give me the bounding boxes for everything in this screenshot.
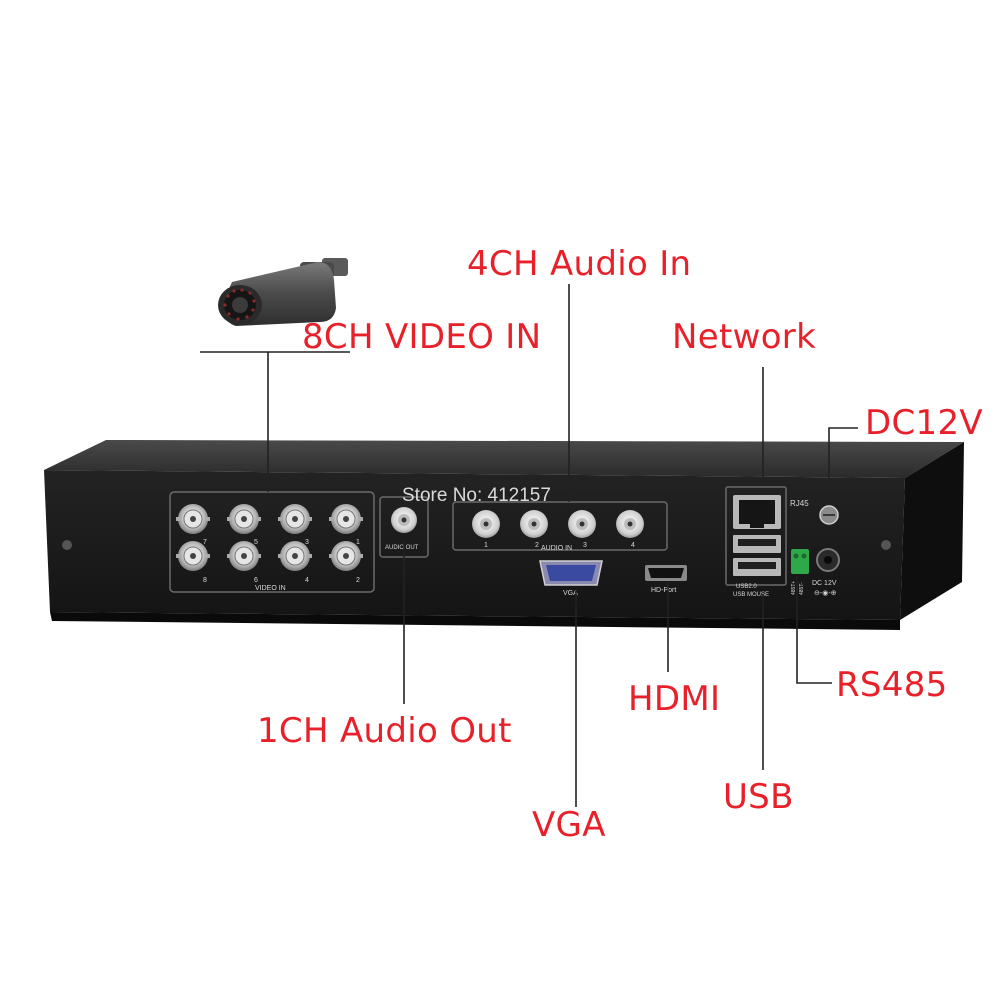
network-usb-block: [725, 486, 787, 586]
vga-port: [539, 560, 603, 586]
rca-number: 3: [583, 542, 587, 549]
bnc-connector: 2: [329, 541, 363, 584]
rca-connector: 3: [568, 510, 596, 549]
callout-usb: USB: [723, 777, 794, 817]
watermark-text: Store No: 412157: [402, 485, 551, 506]
callout-audio-in: 4CH Audio In: [467, 244, 692, 284]
rca-connector: 2: [520, 510, 548, 549]
bnc-connector: 1: [329, 504, 363, 546]
rca-number: 4: [631, 542, 635, 549]
callout-rs485: RS485: [836, 665, 948, 705]
bnc-number: 5: [254, 539, 258, 546]
bnc-number: 1: [356, 539, 360, 546]
bnc-number: 6: [254, 577, 258, 584]
callout-vga: VGA: [532, 805, 606, 845]
bnc-connector: 4: [278, 541, 312, 584]
callout-audio-out: 1CH Audio Out: [257, 711, 512, 751]
ground-screw: [819, 505, 839, 525]
video-in-block: 7 5 3 1 8 6 4 2: [169, 491, 375, 593]
bnc-connector: 7: [176, 504, 210, 546]
dc-polarity-icon: ⊖-◉-⊕: [814, 590, 837, 597]
bnc-connector: 3: [278, 504, 312, 546]
bnc-number: 3: [305, 539, 309, 546]
bnc-number: 4: [305, 577, 309, 584]
audio-out-block: [379, 496, 429, 558]
rs485-print-1: 485T+: [791, 581, 797, 595]
audio-in-print: AUDIO IN: [541, 545, 572, 552]
bullet-camera: [218, 258, 348, 326]
usb-print-2: USB MOUSE: [733, 592, 769, 598]
rca-number: 1: [484, 542, 488, 549]
audio-in-block: 1 2 3 4: [452, 501, 668, 551]
dvr-chassis: [44, 440, 964, 630]
audio-in-connectors: 1 2 3 4: [472, 510, 644, 549]
rca-connector: 1: [472, 510, 500, 549]
rj45-print: RJ45: [790, 499, 809, 508]
dc-jack: [816, 548, 840, 572]
video-in-connectors: 7 5 3 1 8 6 4 2: [176, 504, 363, 584]
rs485-terminal: [791, 549, 809, 574]
dc-print: DC 12V: [812, 580, 837, 587]
audio-out-print: AUDIO OUT: [385, 545, 419, 551]
vga-print: VGA: [563, 590, 578, 597]
bnc-number: 2: [356, 577, 360, 584]
leader-rs485: [796, 576, 832, 684]
rs485-print-2: 485T-: [799, 582, 805, 595]
leader-dc12v: [828, 427, 858, 505]
video-in-print: VIDEO IN: [255, 585, 286, 592]
callout-network: Network: [672, 317, 817, 357]
bnc-connector: 6: [227, 541, 261, 584]
rca-number: 2: [535, 542, 539, 549]
bnc-number: 7: [203, 539, 207, 546]
hdport-print: HD-Port: [651, 587, 676, 594]
callout-video-in: 8CH VIDEO IN: [302, 317, 542, 357]
bnc-number: 8: [203, 577, 207, 584]
bnc-connector: 8: [176, 541, 210, 584]
callout-dc12v: DC12V: [865, 403, 983, 443]
callout-hdmi: HDMI: [628, 679, 721, 719]
leader-lines: [200, 284, 858, 807]
usb-print-1: USB2.0: [736, 584, 757, 590]
rca-connector: 4: [616, 510, 644, 549]
hdmi-port: [645, 565, 687, 581]
bnc-connector: 5: [227, 504, 261, 546]
